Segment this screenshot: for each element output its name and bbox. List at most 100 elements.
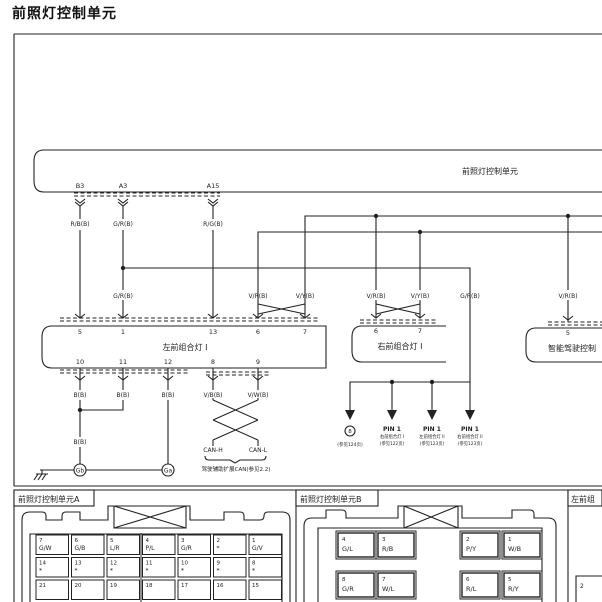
left-pin-13: 13 [209, 328, 217, 336]
connector-a-pin-wire: G/B [75, 545, 86, 552]
pin-a3-label: A3 [119, 182, 128, 190]
connector-a-pin-cell [142, 579, 176, 600]
connector-a-pin-number: 13 [75, 561, 82, 567]
ref-arrows [345, 410, 475, 420]
connector-b-pin-frame [375, 530, 417, 560]
connector-a-pin-cell [71, 557, 105, 578]
connector-a-pin-cell [177, 534, 211, 555]
connector-b-pin-number: 6 [466, 577, 470, 583]
connector-b-pin-cell [337, 532, 375, 558]
ref-3-line2: (参见123页) [420, 440, 445, 447]
connector-b-pin-wire: P/Y [466, 545, 476, 553]
wire-b-3: B(B) [162, 392, 175, 399]
bus-upper-1 [304, 215, 602, 318]
ref-2-tag: PIN 1 [383, 426, 401, 433]
connector-a-pin-number: 6 [75, 538, 79, 544]
connector-b-pin-wire: R/L [466, 585, 477, 593]
right-vr-label: V/R(B) [366, 293, 385, 300]
connector-a-pin-wire: G/V [252, 545, 264, 552]
connector-a-pin-number: 5 [110, 538, 114, 544]
connector-b-pin-number: 2 [466, 537, 470, 543]
connector-b-pin-cell [377, 532, 415, 558]
lamp-terminals [74, 313, 574, 321]
connector-a-pin-number: 11 [146, 561, 153, 567]
smart-drive-box [525, 327, 602, 363]
connector-a-pin-wire: * [181, 568, 184, 575]
connector-a-pin-cell [35, 557, 69, 578]
connector-a-pin-cell [106, 557, 140, 578]
connector-b-pin-cell [461, 572, 499, 598]
connector-a-pin-number: 7 [39, 538, 43, 544]
connector-b-pin-wire: W/L [382, 585, 395, 593]
connector-b-pin-frame [459, 530, 501, 560]
connector-b-pin-cell [337, 572, 375, 598]
ground-symbol [33, 470, 48, 481]
connector-b-pin-wire: W/B [508, 545, 521, 553]
smart-vr-label: V/R(B) [558, 293, 577, 300]
ref-3-line1: 左前组合灯 II [419, 433, 444, 440]
left-pin-11: 11 [119, 358, 127, 366]
connector-a-pin-number: 21 [39, 583, 46, 589]
twist-right [375, 303, 421, 315]
ground-node-gb [73, 463, 87, 477]
connector-a-pin-number: 1 [252, 538, 256, 544]
left-vr-label: V/R(B) [248, 293, 267, 300]
connector-a-pin-cell [142, 534, 176, 555]
connector-b-pin-number: 1 [508, 537, 512, 543]
connector-a-pin-number: 9 [217, 561, 221, 567]
connector-a-pin-wire: * [75, 568, 78, 575]
unit-shield-dash [74, 192, 220, 197]
connector-a-pin-cell [106, 534, 140, 555]
ref-2-line2: (参见122页) [380, 440, 405, 447]
wire-gr-label: G/R(B) [113, 221, 133, 228]
unit-terminals [74, 198, 219, 207]
ref-2-line1: 右前组合灯 I [380, 433, 404, 440]
right-combo-lamp-box [351, 325, 446, 363]
ref-4-line1: 右前组合灯 II [457, 433, 482, 440]
smart-pin-5: 5 [566, 329, 570, 337]
connector-a-cells: 7G/W6G/B5L/R4P/L3G/R2*1G/V14*13*12*11*10… [35, 533, 282, 602]
wire-rg-label: R/G(B) [203, 221, 223, 228]
connector-a-housing [21, 505, 291, 602]
can-note: 驾驶辅助扩展CAN(参见2.2) [202, 465, 271, 473]
connector-a-pin-wire: * [39, 568, 42, 575]
connector-a-pin-cell [142, 557, 176, 578]
left-vy-label: V/Y(B) [296, 293, 315, 300]
connector-a-latch [113, 505, 187, 529]
pin-a15-label: A15 [207, 182, 220, 190]
connector-a-pin-number: 19 [110, 583, 117, 589]
connector-a-pin-cell [213, 534, 247, 555]
connector-b-pin-frame [375, 570, 417, 600]
connector-b-pin-cell [503, 532, 541, 558]
lower-shield-dash [60, 369, 270, 376]
bus-upper-2 [257, 231, 602, 318]
connector-a-pin-wire: * [217, 568, 220, 575]
connector-b-cells: 4G/L3R/B2P/Y1W/B8G/R7W/L6R/L5R/Y [335, 530, 543, 600]
connector-a-pin-wire: * [110, 568, 113, 575]
ref-8-tag: 8 [348, 429, 352, 435]
can-twisted-pair [212, 368, 259, 446]
right-gr-label: G/R(B) [460, 293, 480, 300]
lower-terminals [74, 375, 264, 381]
left-pin-9: 9 [256, 358, 260, 366]
headlamp-unit-label: 前照灯控制单元 [462, 166, 518, 176]
connector-a-pin-number: 14 [39, 561, 46, 567]
right-vy-label: V/Y(B) [411, 293, 430, 300]
connector-a-pin-cell [35, 579, 69, 600]
connector-a-pin-wire: * [146, 568, 149, 575]
connector-a-pin-number: 8 [252, 561, 256, 567]
ref-8-text: (参见124页) [337, 441, 363, 448]
left-pin-8: 8 [211, 358, 215, 366]
connector-a-pin-cell [71, 534, 105, 555]
connector-a-pin-wire: * [252, 568, 255, 575]
connector-a-pin-number: 16 [217, 583, 224, 589]
connector-b-pin-wire: G/L [342, 545, 353, 553]
smart-drive-label: 智能驾驶控制 [548, 343, 596, 353]
ground-ga-label: Ga [164, 468, 173, 475]
connector-a-pin-cell [248, 557, 282, 578]
can-h-label: CAN-H [203, 447, 222, 454]
connector-b-inner [317, 527, 543, 602]
ref-3-tag: PIN 1 [423, 426, 441, 433]
connector-c-title: 左前组 [571, 494, 595, 504]
